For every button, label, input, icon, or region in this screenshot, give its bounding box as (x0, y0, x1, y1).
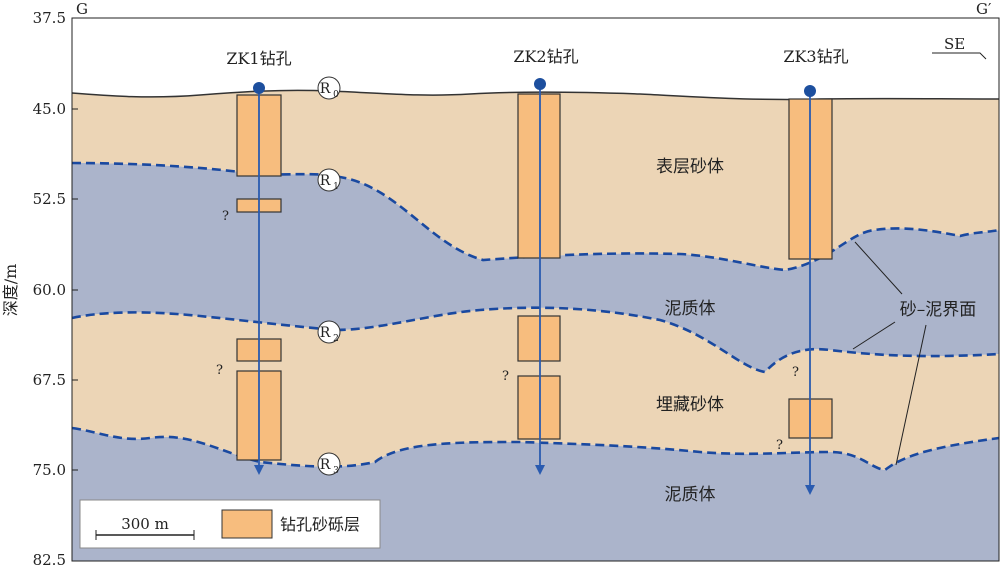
question-mark-3: ? (502, 369, 509, 384)
direction-arrow-icon (932, 52, 987, 60)
marker-r0-main: R (320, 81, 331, 97)
zk2-label: ZK2钻孔 (513, 47, 578, 66)
legend-gravel-swatch (221, 509, 273, 539)
marker-r1-main: R (320, 173, 331, 189)
legend-gravel-label: 钻孔砂砾层 (280, 515, 360, 534)
interface-marker-r2: R 2 (317, 320, 341, 344)
zk2-gravel-2 (517, 315, 561, 362)
marker-r3-main: R (320, 457, 331, 473)
scale-bar-label: 300 m (121, 515, 169, 533)
marker-r0-sub: 0 (333, 90, 339, 100)
interface-marker-r1: R 1 (317, 168, 341, 192)
direction-label: SE (944, 35, 965, 53)
mud-layer-upper (72, 163, 999, 372)
interface-marker-r0: R 0 (317, 76, 341, 100)
marker-r2-main: R (320, 325, 331, 341)
interface-r2 (71, 306, 1000, 374)
interface-label: 砂–泥界面 (900, 300, 977, 320)
y-tick-1: 45.0 (33, 100, 66, 118)
y-axis-label: 深度/m (1, 264, 20, 317)
interface-r3 (71, 426, 1000, 472)
layer-label-buried-sand: 埋藏砂体 (656, 395, 724, 415)
layer-label-surface-sand: 表层砂体 (656, 157, 724, 177)
section-start-label: G (76, 0, 88, 18)
borehole-lines (254, 84, 815, 495)
interface-leader-lines (852, 241, 927, 466)
zk1-collar-dot (253, 82, 265, 94)
layer-label-mud-lower: 泥质体 (665, 485, 716, 505)
y-tick-6: 82.5 (33, 551, 66, 567)
question-mark-4: ? (792, 365, 799, 380)
y-axis-tick-labels: 37.5 45.0 52.5 60.0 67.5 75.0 82.5 (33, 9, 66, 567)
zk3-label: ZK3钻孔 (783, 47, 848, 66)
y-tick-0: 37.5 (33, 9, 66, 27)
question-mark-2: ? (216, 363, 223, 378)
y-tick-3: 60.0 (33, 281, 66, 299)
marker-r1-sub: 1 (333, 182, 339, 192)
zk3-collar-dot (804, 85, 816, 97)
y-tick-5: 75.0 (33, 461, 66, 479)
y-tick-2: 52.5 (33, 190, 66, 208)
marker-r2-sub: 2 (333, 334, 339, 344)
uncertain-marks: ? ? ? ? ? (216, 209, 799, 453)
section-end-label: G′ (976, 0, 992, 18)
question-mark-1: ? (222, 209, 229, 224)
zk1-label: ZK1钻孔 (226, 49, 291, 68)
marker-r3-sub: 3 (333, 466, 339, 476)
question-mark-5: ? (776, 438, 783, 453)
zk2-gravel-3 (517, 375, 561, 440)
zk2-collar-dot (534, 78, 546, 90)
interface-marker-r3: R 3 (317, 452, 341, 476)
y-axis-ticks (72, 17, 78, 562)
legend-box: 300 m 钻孔砂砾层 (79, 499, 381, 549)
y-tick-4: 67.5 (33, 371, 66, 389)
borehole-collars (253, 78, 816, 97)
zk2-gravel-1 (517, 93, 561, 259)
layer-label-mud-upper: 泥质体 (665, 299, 716, 319)
